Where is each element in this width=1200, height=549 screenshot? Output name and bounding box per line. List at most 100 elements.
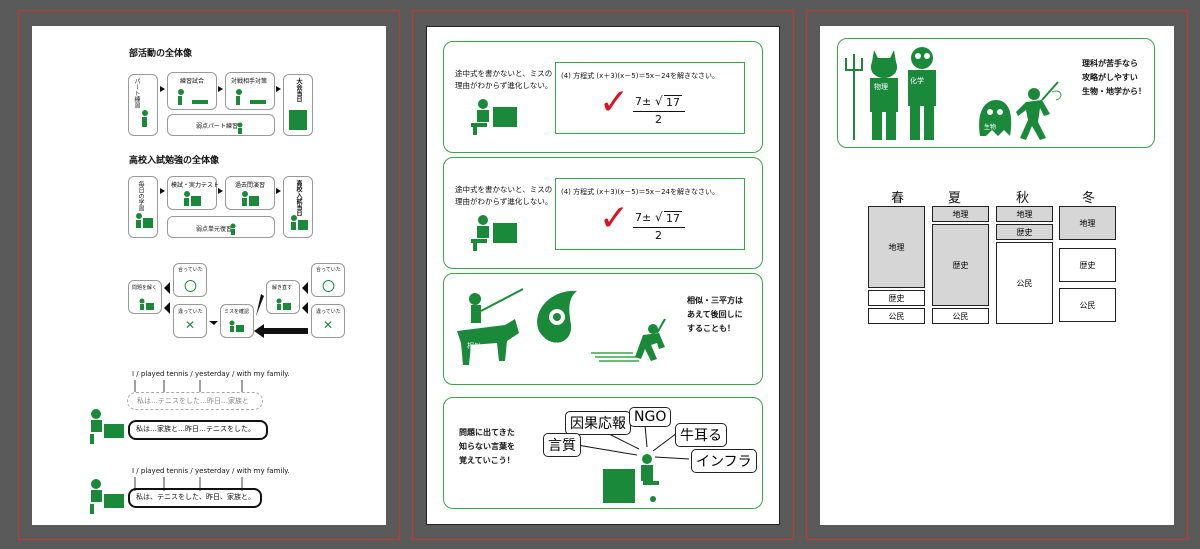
p2-panel2-fraction-bar xyxy=(633,227,685,228)
p3-chemistry-label: 化学 xyxy=(910,77,924,85)
p2-panel3-monster-icon xyxy=(537,290,577,343)
flow-correct-box xyxy=(173,263,207,297)
english2-sentence: I / played tennis / yesterday / with my … xyxy=(132,467,290,475)
p3-panel-line3: 生物・地学から！ xyxy=(1082,87,1146,96)
page2-panel-2 xyxy=(443,157,763,269)
club-weak-label: 弱点パート練習 xyxy=(196,123,239,130)
p2-panel1-ans-den: 2 xyxy=(655,113,662,126)
p2-panel1-ans-root: 17 xyxy=(664,95,682,109)
artboard-2 xyxy=(412,10,794,540)
p2-panel1-root-sign: √ xyxy=(655,94,663,108)
artboard-1 xyxy=(18,10,400,540)
flow-wrong2-box xyxy=(311,304,345,338)
season-summer: 夏 xyxy=(948,191,962,206)
club-weak-box xyxy=(167,114,275,136)
p2-panel3-line1: 相似・三平方は xyxy=(687,296,743,305)
flow-check-box xyxy=(220,304,254,338)
winter-hist: 歴史 xyxy=(1059,248,1116,282)
flow-redo-label: 解き直す xyxy=(272,285,293,291)
club-part-label: パート練習 xyxy=(133,78,140,108)
winter-geo: 地理 xyxy=(1059,206,1116,240)
english2-student-icon xyxy=(90,479,124,514)
season-winter: 冬 xyxy=(1082,191,1096,206)
p2-panel2-ans-root: 17 xyxy=(664,211,682,225)
p2-panel4-student-icon xyxy=(603,454,659,503)
flow-arrows xyxy=(139,282,308,338)
p2-panel1-student-icon xyxy=(471,99,517,135)
exam-mock-label: 模試・実力テスト xyxy=(171,182,220,189)
flow-wrong-mark: ✕ xyxy=(185,318,196,332)
p2-panel1-check-icon: ✓ xyxy=(599,82,630,123)
p2-panel2-problem-box xyxy=(555,178,745,250)
p2-word-4: 言質 xyxy=(543,433,581,457)
p3-panel-line2: 攻略がしやすい xyxy=(1082,73,1138,82)
flow-check-label: ミスを確認 xyxy=(224,309,250,315)
p2-panel1-ans-num: 7± xyxy=(635,95,652,108)
flow-correct-mark: 〇 xyxy=(184,280,198,295)
p2-panel2-text1: 途中式を書かないと、ミスの xyxy=(455,185,553,194)
p2-panel4-line2: 知らない言葉を xyxy=(459,442,515,451)
p2-panel4-arrows xyxy=(576,424,690,460)
flow-wrong-box xyxy=(173,304,207,338)
club-practice-label: 練習試合 xyxy=(180,78,205,85)
flow-wrong2-label: 違っていた xyxy=(316,309,341,315)
p2-panel2-student-icon xyxy=(471,215,517,251)
p3-chemistry-skeleton-icon xyxy=(908,47,936,140)
p2-word-1: 因果応報 xyxy=(565,411,631,435)
flow-correct2-mark: 〇 xyxy=(322,280,336,295)
p2-panel2-problem: (4) 方程式 (x＋3)(x－5)＝5x－24を解きなさい。 xyxy=(561,188,719,196)
page2-panel-1 xyxy=(443,41,763,153)
p2-panel2-check-icon: ✓ xyxy=(599,198,630,239)
p3-physics-label: 物理 xyxy=(874,83,888,91)
p2-panel3-line2: あえて後回しに xyxy=(687,310,743,319)
english1-thought: 私は…テニスをした…昨日…家族と xyxy=(137,397,249,405)
p3-biology-ghost-icon xyxy=(979,100,1012,136)
p2-panel3-line3: することも！ xyxy=(687,324,735,333)
flow-correct2-box xyxy=(311,263,345,297)
p2-panel2-ans-den: 2 xyxy=(655,229,662,242)
p2-panel2-ans-num: 7± xyxy=(635,211,652,224)
winter-civics: 公民 xyxy=(1059,288,1116,322)
p2-panel1-problem-box xyxy=(555,62,745,134)
english1-sentence: I / played tennis / yesterday / with my … xyxy=(132,370,290,378)
exam-title: 高校入試勉強の全体像 xyxy=(129,156,220,166)
english1-arrows xyxy=(134,380,243,392)
autumn-civics: 公民 xyxy=(996,242,1053,324)
p2-panel1-problem: (4) 方程式 (x＋3)(x－5)＝5x－24を解きなさい。 xyxy=(561,72,719,80)
summer-hist: 歴史 xyxy=(932,224,989,306)
club-part-box xyxy=(128,74,158,136)
english1-student-icon xyxy=(90,409,124,444)
english2-speech-bubble xyxy=(128,488,262,508)
p2-panel3-knight-label: 相似 xyxy=(467,342,481,350)
page-3: 物理 化学 生物 理科が苦手なら 攻略がしやすい 生物・地学から！ 春 夏 秋 … xyxy=(820,26,1174,525)
exam-diagram-icons xyxy=(136,188,308,235)
p3-biology-label: 生物 xyxy=(984,124,997,131)
english1-thought-bubble xyxy=(127,392,263,410)
flow-wrong-label: 違っていた xyxy=(178,309,203,315)
season-autumn: 秋 xyxy=(1016,191,1030,206)
exam-daily-label: 毎日の学習 xyxy=(137,181,144,211)
p2-panel4-line1: 問題に出てきた xyxy=(459,428,515,437)
p3-fighter-icon xyxy=(1016,81,1062,140)
p2-panel1-text2: 理由がわからず進化しない。 xyxy=(455,81,553,90)
p2-word-5: インフラ xyxy=(691,449,757,473)
club-counter-label: 対戦相手対策 xyxy=(231,78,268,85)
p2-panel3-knight-icon xyxy=(457,288,524,365)
exam-past-label: 過去問演習 xyxy=(235,182,266,189)
flow-wrong2-mark: ✕ xyxy=(323,318,334,332)
p2-word-2: NGO xyxy=(629,407,672,427)
summer-civics: 公民 xyxy=(932,308,989,324)
english2-speech: 私は、テニスをした、昨日、家族と。 xyxy=(136,493,255,501)
exam-day-label: 高校入試当日 xyxy=(295,180,302,216)
p2-panel4-line3: 覚えていこう！ xyxy=(459,456,515,465)
p3-panel-line1: 理科が苦手なら xyxy=(1082,59,1138,68)
club-diagram-icons xyxy=(142,86,307,134)
exam-weak-box xyxy=(167,216,275,238)
p2-word-3: 牛耳る xyxy=(675,423,727,447)
p2-panel2-root-sign: √ xyxy=(655,210,663,224)
p2-panel1-fraction-bar xyxy=(633,111,685,112)
club-tournament-label: 大会当日 xyxy=(295,78,302,102)
p2-panel1-text1: 途中式を書かないと、ミスの xyxy=(455,69,553,78)
season-spring: 春 xyxy=(891,191,905,206)
club-title: 部活動の全体像 xyxy=(129,49,193,59)
